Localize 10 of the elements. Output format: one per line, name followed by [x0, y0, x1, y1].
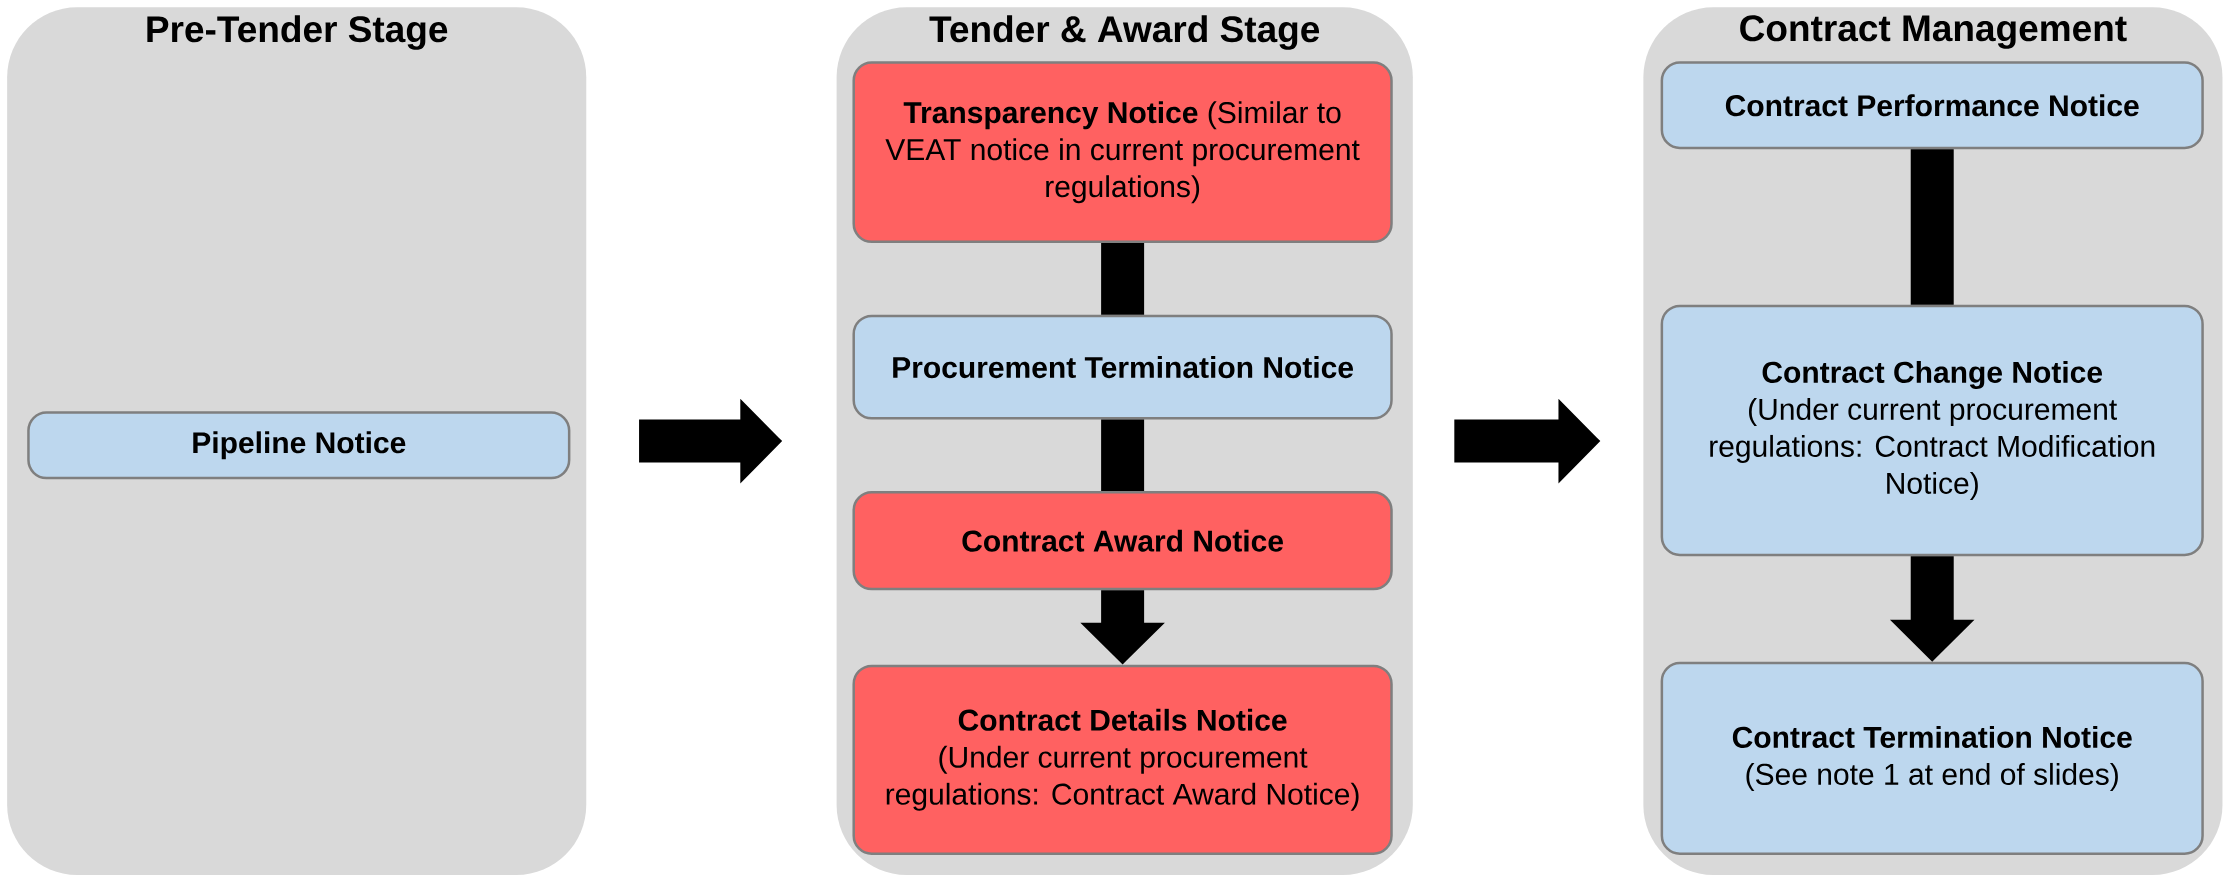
notice-box: Pipeline Notice: [27, 411, 571, 480]
connector-bar: [1101, 243, 1145, 315]
notice-box: Contract Termination Notice (See note 1 at end of slides): [1660, 661, 2204, 855]
notice-box: Contract Details Notice (Under current procurement regulations: Contract Award Notice): [852, 664, 1393, 855]
notice-box: Contract Award Notice: [852, 491, 1393, 591]
notice-box: Procurement Termination Notice: [852, 314, 1393, 420]
connector-bar: [1910, 149, 1954, 305]
notice-box: Transparency Notice (Similar to VEAT notice in current procurement regulations): [852, 61, 1393, 244]
notice-box: Contract Change Notice (Under current procurement regulations: Contract Modification Notice): [1660, 304, 2204, 557]
notice-box: Contract Performance Notice: [1660, 61, 2204, 150]
